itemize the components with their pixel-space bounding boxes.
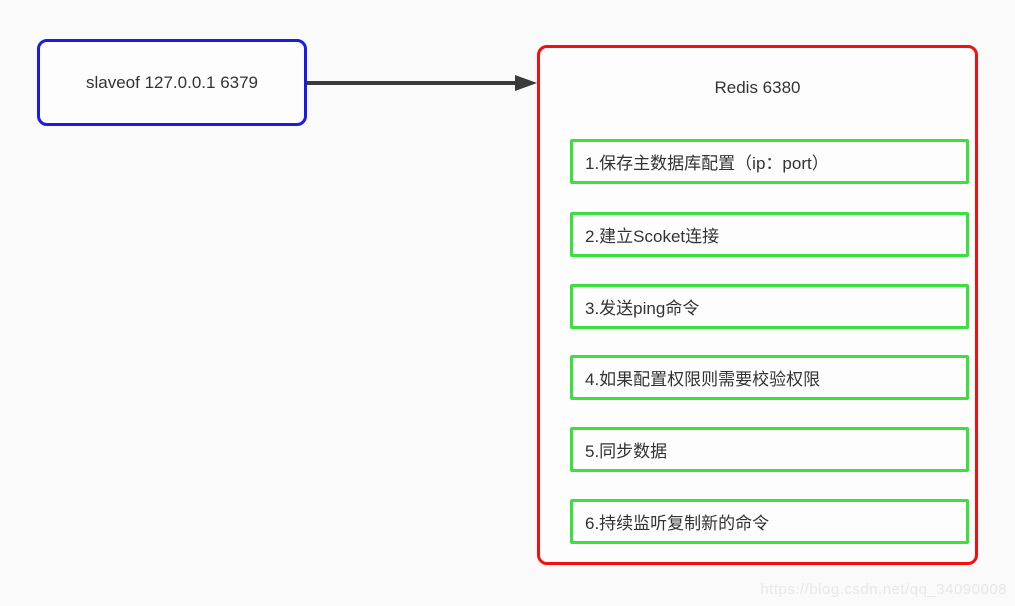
step-label-6: 6.持续监听复制新的命令 [585,514,770,533]
slave-command-node: slaveof 127.0.0.1 6379 [37,39,307,126]
step-box-3: 3.发送ping命令 [570,284,969,329]
step-box-2: 2.建立Scoket连接 [570,212,969,257]
step-box-4: 4.如果配置权限则需要校验权限 [570,355,969,400]
step-box-1: 1.保存主数据库配置（ip：port） [570,139,969,184]
step-label-3: 3.发送ping命令 [585,299,700,318]
step-label-2: 2.建立Scoket连接 [585,227,720,246]
slave-command-label: slaveof 127.0.0.1 6379 [85,72,259,92]
step-box-5: 5.同步数据 [570,427,969,472]
watermark: https://blog.csdn.net/qq_34090008 [760,581,1007,598]
redis-node: Redis 6380 1.保存主数据库配置（ip：port） 2.建立Scoke… [537,45,978,565]
arrow-head-icon [515,75,537,91]
step-label-5: 5.同步数据 [585,442,668,461]
step-label-4: 4.如果配置权限则需要校验权限 [585,370,821,389]
step-box-6: 6.持续监听复制新的命令 [570,499,969,544]
arrow-connector [307,75,537,91]
step-label-1: 1.保存主数据库配置（ip：port） [585,154,829,173]
redis-node-title: Redis 6380 [714,78,801,97]
